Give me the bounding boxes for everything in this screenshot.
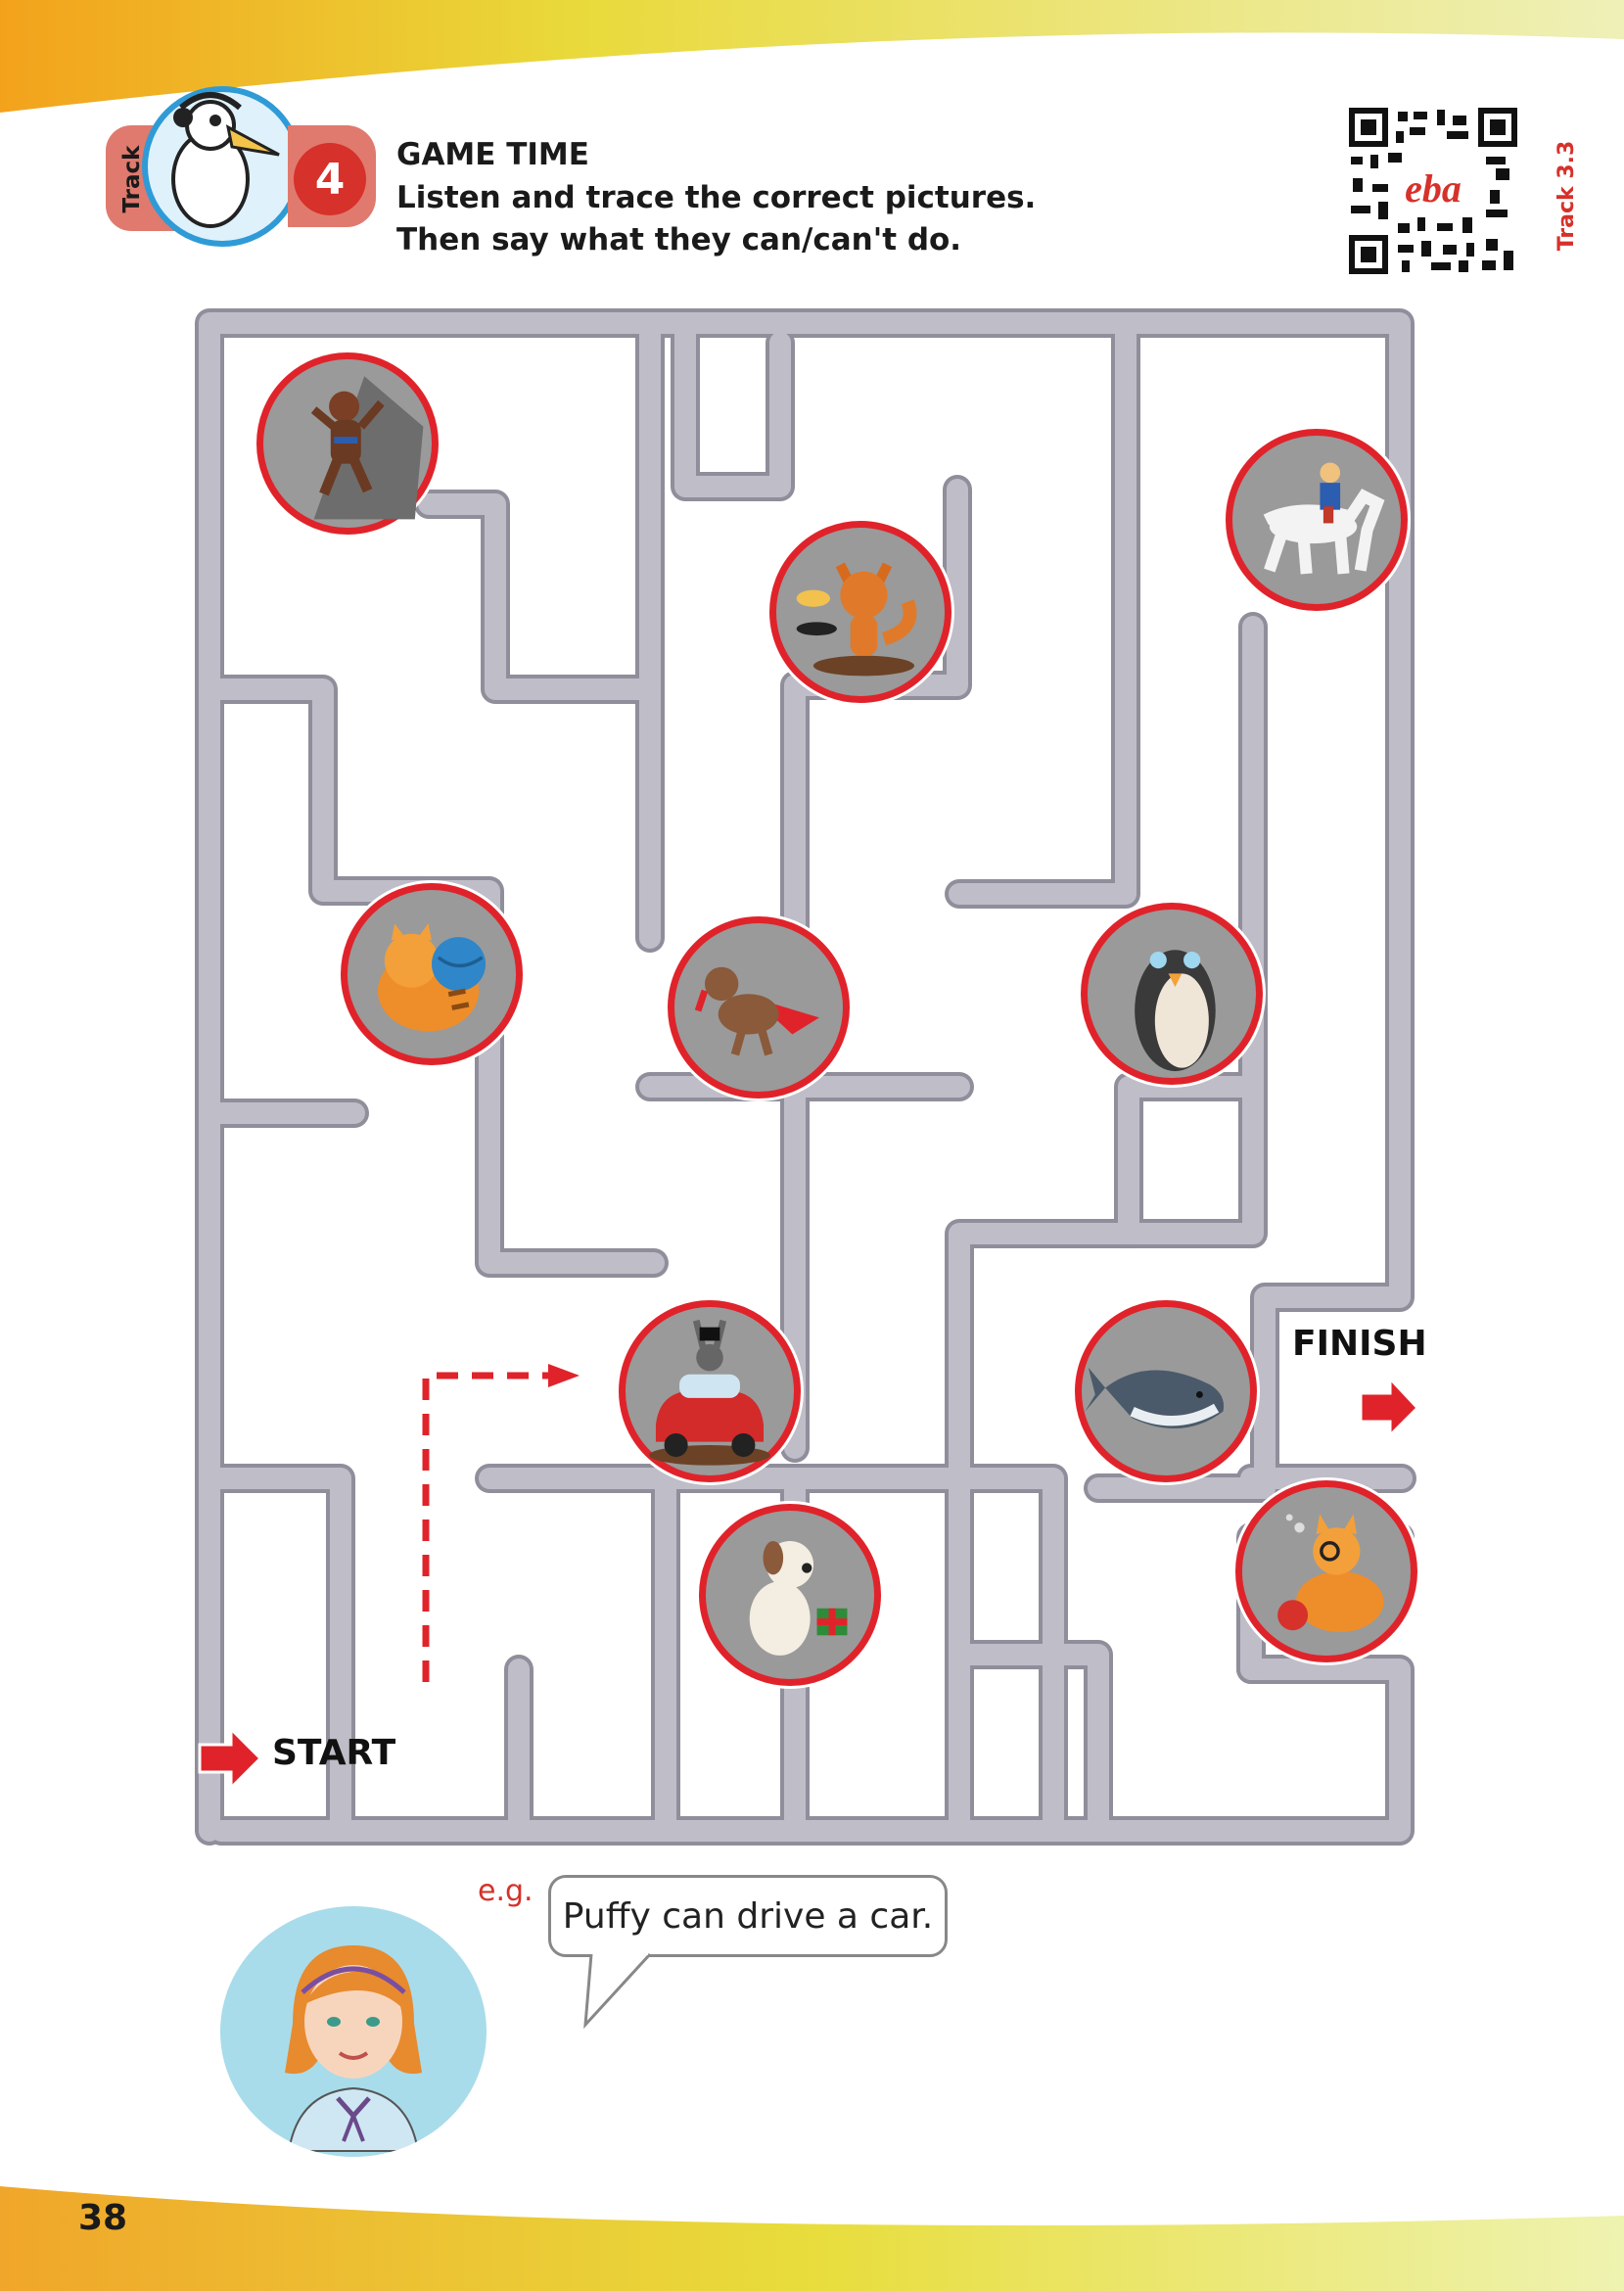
maze-picture-cat-ball[interactable] <box>1235 1480 1417 1662</box>
maze-picture-flying-dog[interactable] <box>668 916 850 1099</box>
maze-picture-whale[interactable] <box>1075 1300 1257 1482</box>
fox-cooking-icon <box>796 562 917 677</box>
penguin-icon <box>1135 950 1216 1072</box>
start-label: START <box>272 1733 396 1773</box>
maze-picture-rabbit-car[interactable] <box>619 1300 801 1482</box>
girl-avatar <box>220 1906 487 2157</box>
start-arrow-icon <box>198 1725 263 1792</box>
rabbit-driving-car-icon <box>649 1319 770 1466</box>
whale-icon <box>1085 1367 1225 1429</box>
exercise-number-badge: 4 <box>294 143 366 215</box>
maze-picture-cat-yarn[interactable] <box>341 883 523 1065</box>
speech-bubble: Puffy can drive a car. <box>548 1875 948 1957</box>
dog-with-gift-icon <box>749 1540 848 1656</box>
qr-logo-text: eba <box>1405 166 1462 210</box>
maze-picture-dog-gift[interactable] <box>699 1504 881 1686</box>
cat-with-yarn-icon <box>377 923 487 1032</box>
girl-icon <box>285 1945 422 2152</box>
top-band-decoration <box>0 0 1624 113</box>
instruction-line-2: Then say what they can/can't do. <box>396 222 962 257</box>
bottom-band-decoration <box>0 2180 1624 2291</box>
maze-picture-penguin[interactable] <box>1081 903 1263 1085</box>
qr-code-icon[interactable]: eba <box>1349 108 1517 274</box>
maze-picture-horse-rider[interactable] <box>1226 429 1408 611</box>
finish-label: FINISH <box>1292 1324 1427 1364</box>
finish-arrow-icon <box>1359 1375 1420 1439</box>
maze-picture-fox[interactable] <box>769 521 951 703</box>
rock-climber-icon <box>310 376 424 520</box>
example-label: e.g. <box>478 1874 534 1908</box>
exercise-title: GAME TIME <box>396 137 589 172</box>
flying-dog-icon <box>694 966 819 1056</box>
instruction-line-1: Listen and trace the correct pictures. <box>396 180 1037 215</box>
cat-with-ball-icon <box>1277 1514 1384 1632</box>
example-route-dashed <box>422 1372 558 1682</box>
horse-rider-icon <box>1263 462 1385 575</box>
pelican-icon <box>171 92 280 228</box>
pelican-mascot <box>142 86 302 247</box>
maze-picture-climber[interactable] <box>256 352 439 535</box>
speech-text: Puffy can drive a car. <box>562 1895 934 1937</box>
page-number: 38 <box>78 2198 128 2238</box>
speech-bubble-tail <box>583 1952 652 2030</box>
